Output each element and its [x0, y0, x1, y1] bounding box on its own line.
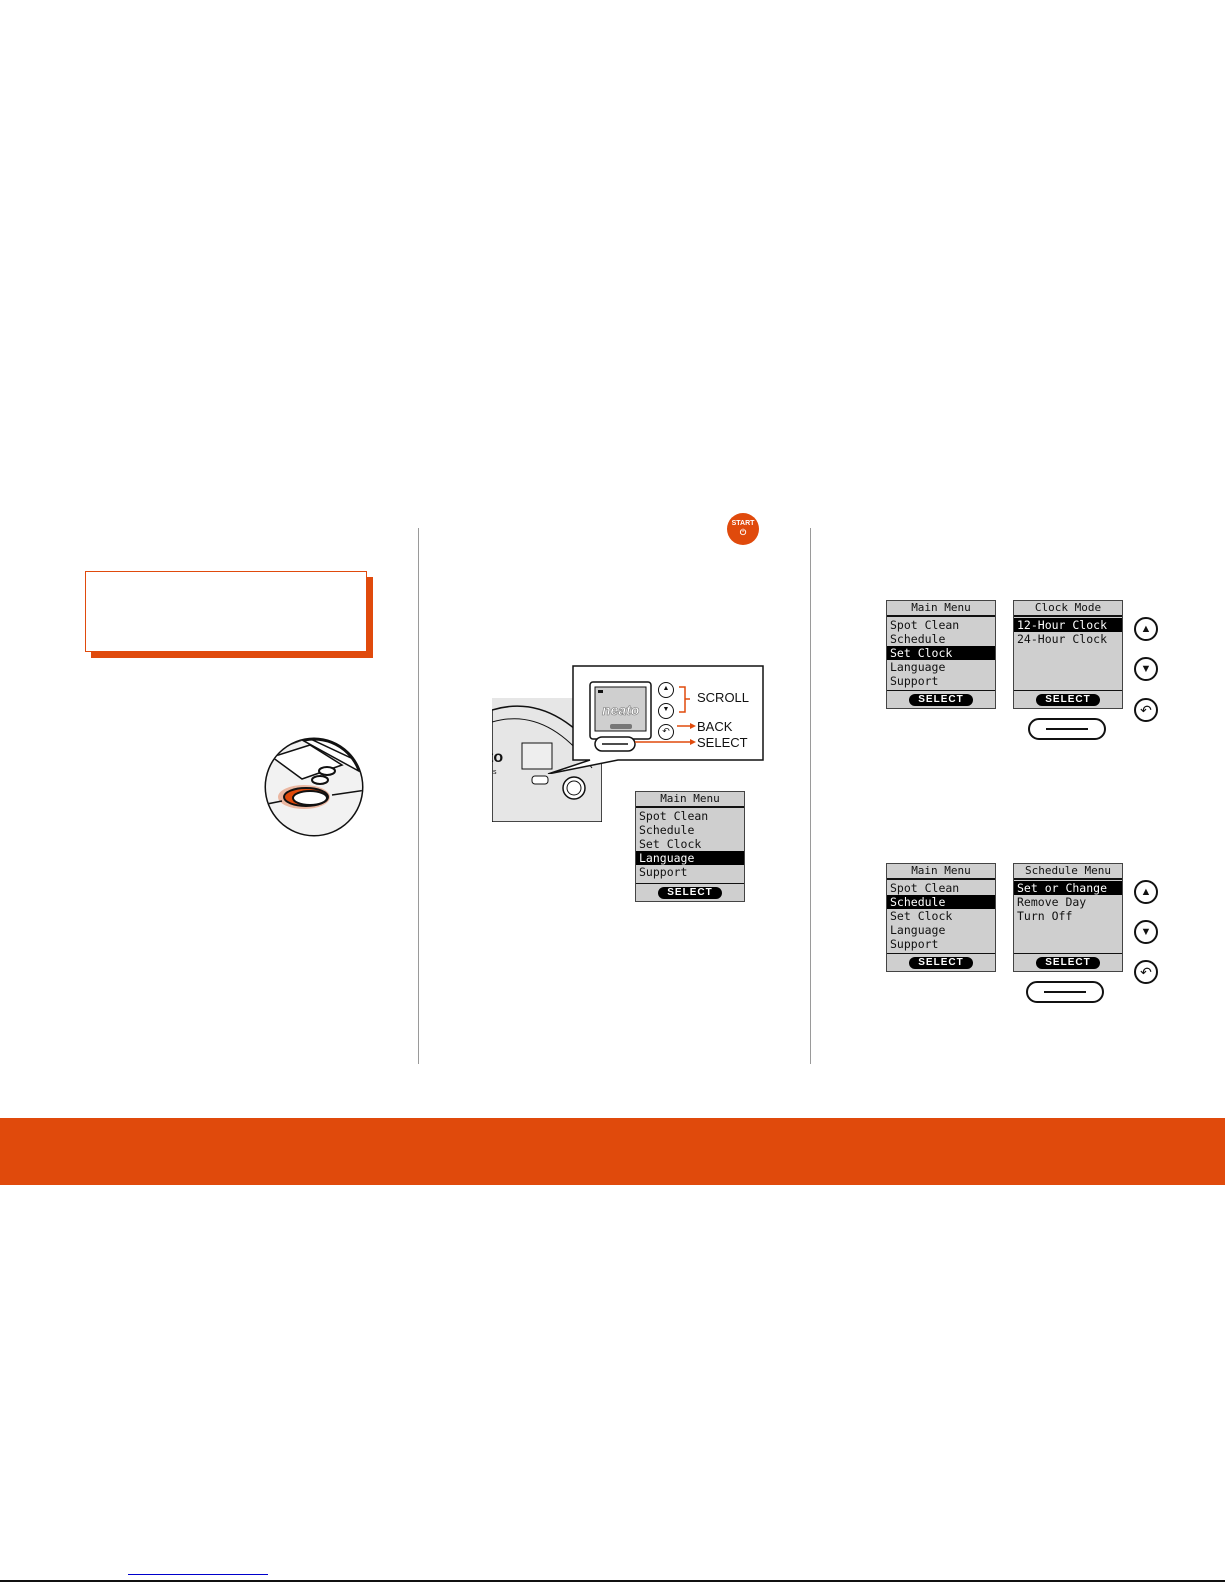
menu-item[interactable]: Set Clock [639, 837, 702, 851]
lcd-schedule-menu: Schedule Menu Set or Change Remove Day T… [1013, 863, 1123, 972]
lcd-title: Clock Mode [1014, 601, 1122, 616]
start-button-closeup-illustration [264, 737, 364, 837]
callout-back-arrow-icon: ↶ [658, 724, 674, 740]
menu-item[interactable]: 24-Hour Clock [1017, 632, 1108, 646]
menu-item-selected[interactable]: Set Clock [887, 646, 995, 660]
page-bottom-rule [0, 1580, 1225, 1582]
menu-item[interactable]: Language [890, 923, 946, 937]
menu-item-selected[interactable]: 12-Hour Clock [1014, 618, 1122, 632]
lcd-select-softkey[interactable]: SELECT [909, 694, 973, 706]
svg-text:ics: ics [492, 769, 497, 776]
down-arrow-icon[interactable]: ▼ [1134, 920, 1158, 944]
menu-item-selected[interactable]: Set or Change [1014, 881, 1122, 895]
lcd-title: Main Menu [636, 792, 744, 807]
menu-item[interactable]: Language [890, 660, 946, 674]
column-divider-left [418, 528, 419, 1064]
lcd-clock-mode: Clock Mode 12-Hour Clock 24-Hour Clock S… [1013, 600, 1123, 709]
bottom-link-underline [128, 1574, 268, 1575]
menu-item[interactable]: Spot Clean [639, 809, 709, 823]
callout-connector-lines [635, 686, 696, 745]
menu-item[interactable]: Spot Clean [890, 881, 960, 895]
callout-up-arrow-icon: ▲ [658, 682, 674, 698]
up-arrow-icon[interactable]: ▲ [1134, 880, 1158, 904]
back-label: BACK [697, 719, 733, 734]
start-button-icon: START ⏻ [727, 513, 759, 545]
lcd-select-softkey[interactable]: SELECT [1036, 957, 1100, 969]
lcd-select-softkey[interactable]: SELECT [1036, 694, 1100, 706]
menu-item[interactable]: Schedule [639, 823, 695, 837]
lcd-title: Schedule Menu [1014, 864, 1122, 879]
menu-item[interactable]: Support [890, 674, 939, 688]
up-arrow-icon[interactable]: ▲ [1134, 617, 1158, 641]
callout-down-arrow-icon: ▼ [658, 703, 674, 719]
lcd-select-softkey[interactable]: SELECT [658, 887, 722, 899]
lcd-main-menu-schedule: Main Menu Spot Clean Schedule Set Clock … [886, 863, 996, 972]
lcd-main-menu-set-clock: Main Menu Spot Clean Schedule Set Clock … [886, 600, 996, 709]
control-panel-callout: neato [547, 665, 764, 774]
menu-item-selected[interactable]: Schedule [887, 895, 995, 909]
menu-item[interactable]: Spot Clean [890, 618, 960, 632]
lcd-title: Main Menu [887, 864, 995, 879]
note-callout-box [85, 571, 367, 652]
menu-item-selected[interactable]: Language [636, 851, 744, 865]
menu-item[interactable]: Set Clock [890, 909, 953, 923]
select-label: SELECT [697, 735, 748, 750]
select-key-icon[interactable] [1026, 981, 1104, 1003]
down-arrow-icon[interactable]: ▼ [1134, 657, 1158, 681]
back-arrow-icon[interactable]: ↶ [1134, 960, 1158, 984]
neato-logo: neato [602, 702, 640, 718]
lcd-select-softkey[interactable]: SELECT [909, 957, 973, 969]
menu-item[interactable]: Schedule [890, 632, 946, 646]
select-key-icon[interactable] [1028, 718, 1106, 740]
menu-item[interactable]: Support [890, 937, 939, 951]
lcd-main-menu-language: Main Menu Spot Clean Schedule Set Clock … [635, 791, 745, 902]
lcd-title: Main Menu [887, 601, 995, 616]
menu-item[interactable]: Remove Day [1017, 895, 1087, 909]
menu-item[interactable]: Turn Off [1017, 909, 1073, 923]
power-symbol-icon: ⏻ [739, 528, 747, 537]
footer-accent-band [0, 1118, 1225, 1185]
svg-text:to: to [492, 749, 503, 766]
scroll-label: SCROLL [697, 690, 750, 705]
menu-item[interactable]: Support [639, 865, 688, 879]
start-button-label: START [731, 520, 755, 527]
column-divider-right [810, 528, 811, 1064]
back-arrow-icon[interactable]: ↶ [1134, 698, 1158, 722]
